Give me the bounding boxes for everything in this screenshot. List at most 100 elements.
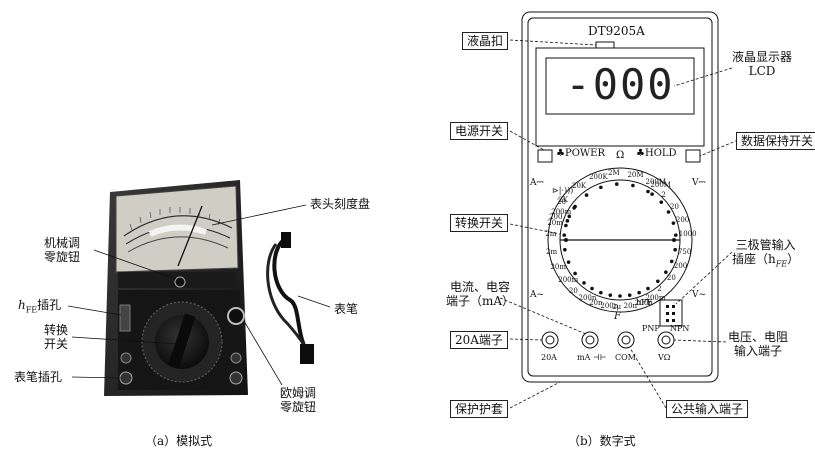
- dial-dot: [618, 294, 622, 298]
- lcd-readout: -000: [565, 60, 675, 109]
- dial-range-cap: 200n: [634, 298, 653, 307]
- label-pnp: PNP: [642, 324, 660, 333]
- dial-range-ohm: 20M: [627, 170, 644, 179]
- mechanical-zero-knob: [174, 276, 186, 288]
- dial-range-aca: 200m: [558, 276, 579, 284]
- dial-range-acv: 200m: [645, 294, 666, 303]
- caption-analog: （a）模拟式: [145, 434, 213, 448]
- label-npn: NPN: [670, 324, 690, 333]
- probe-cable: [272, 236, 308, 351]
- label-probes: 表笔: [334, 302, 359, 316]
- dial-dot: [650, 192, 654, 196]
- dial-dot: [646, 189, 650, 194]
- dial-dot: [599, 290, 603, 295]
- dial-dot: [673, 247, 677, 252]
- callout-com-terminal: 公共输入端子: [666, 400, 749, 418]
- ohm-symbol: Ω: [616, 150, 625, 161]
- dial-range-ohm: 20K: [571, 182, 587, 191]
- callout-vohm-terminal: 电压、电阻输入端子: [728, 330, 789, 358]
- dial-dot: [637, 290, 641, 295]
- dial-range-ohm: 200M: [645, 177, 667, 186]
- label-selector: 转换开关: [44, 323, 69, 351]
- dial-range-dcv: 20: [670, 202, 679, 211]
- terminal-label-com: COM: [615, 353, 636, 362]
- dial-range-cap: 20n: [623, 301, 638, 310]
- dial-range-ohm: 200: [549, 213, 563, 222]
- dial-range-dca: 2m: [545, 230, 557, 239]
- range-dial-outer: [547, 167, 693, 313]
- dial-dot: [582, 281, 586, 285]
- dial-dot: [599, 185, 603, 190]
- dial-dot: [664, 270, 668, 274]
- dial-dot: [584, 193, 589, 197]
- dial-range-dca: 20: [557, 197, 567, 206]
- dial-dot: [566, 260, 571, 264]
- model-name: DT9205A: [588, 24, 645, 38]
- ohm-zero-knob: [227, 307, 245, 325]
- label-v-dc: V⎓: [692, 178, 706, 188]
- dial-range-cap: 20n: [589, 298, 603, 307]
- callout-lcd-clip: 液晶扣: [462, 32, 509, 50]
- dial-range-acv: 2: [657, 285, 662, 294]
- label-hfe-jack: hFE插孔: [18, 298, 62, 315]
- dial-dot: [564, 223, 568, 228]
- probe-jack-left: [119, 371, 133, 385]
- callout-20a-terminal: 20A端子: [450, 331, 508, 349]
- dial-range-aca: 20m: [550, 262, 567, 271]
- hfe-socket: [659, 299, 683, 327]
- lcd-clip: [595, 41, 615, 49]
- label-a-ac: A~: [530, 290, 545, 300]
- dial-dot: [631, 183, 635, 188]
- dial-dots: [564, 238, 676, 242]
- callout-ma-cap: 电流、电容端子（mA）: [446, 280, 515, 308]
- dial-dot: [567, 214, 572, 219]
- label-hfe: hFE: [636, 298, 653, 307]
- label-a-dc: A⎓: [530, 178, 544, 188]
- dial-dot: [563, 247, 567, 252]
- label-diode: ⊳|·))): [552, 186, 574, 195]
- dial-range-ohm: 200K: [589, 173, 608, 182]
- dial-dot: [669, 259, 674, 264]
- dial-range-acv: 20: [666, 274, 676, 283]
- dial-range-acv: 750: [677, 247, 692, 256]
- dial-dot: [608, 293, 613, 297]
- callout-hold-switch: 数据保持开关: [736, 132, 815, 150]
- hold-switch-button: [685, 149, 701, 163]
- hold-label: ♣HOLD: [636, 148, 677, 159]
- power-switch-button: [537, 149, 553, 163]
- dial-dot: [573, 271, 577, 276]
- dial-dot: [562, 233, 567, 237]
- lcd-screen: [545, 57, 695, 115]
- dial-range-dcv: 1000: [678, 230, 697, 239]
- dial-range-aca: 20: [568, 287, 578, 296]
- dial-range-dca: 200m: [551, 207, 572, 216]
- dial-range-ohm: 2K: [558, 195, 568, 204]
- terminal-label-20a: 20A: [541, 353, 557, 362]
- dial-dot: [671, 221, 676, 225]
- callout-case: 保护护套: [450, 400, 509, 418]
- callout-hfe-socket: 三极管输入 插座（hFE）: [732, 238, 800, 269]
- power-label: ♣POWER: [556, 148, 606, 159]
- label-v-ac: V~: [692, 290, 707, 300]
- dial-dot: [673, 233, 678, 237]
- dial-dot: [659, 200, 664, 204]
- terminal-label-ma: mA ⊣⊢: [577, 353, 607, 362]
- dial-range-dcv: 200: [675, 215, 690, 224]
- analog-multimeter-figure: 表头刻度盘 机械调零旋钮 hFE插孔 转换开关 表笔插孔 表笔 欧姆调零旋钮 （…: [14, 180, 371, 448]
- digital-multimeter-figure: -000 DT9205A ♣POWER Ω ♣HOLD A⎓ V⎓ A~ V~ …: [410, 0, 815, 455]
- callout-power-switch: 电源开关: [450, 122, 509, 140]
- label-f: F: [614, 311, 621, 322]
- protective-case: [521, 11, 719, 383]
- dial-dot: [572, 206, 576, 210]
- label-scale-plate: 表头刻度盘: [310, 197, 371, 211]
- digital-multimeter-drawing: [499, 11, 739, 409]
- label-ohm-zero: 欧姆调零旋钮: [280, 386, 317, 414]
- dial-range-dcv: 2: [661, 190, 666, 199]
- terminal-label-vohm: VΩ: [658, 353, 671, 362]
- analog-multimeter-illustration: [67, 180, 331, 396]
- dial-dot: [666, 210, 671, 214]
- label-probe-jack: 表笔插孔: [14, 370, 63, 384]
- dial-range-acv: 200: [673, 261, 688, 270]
- dial-range-cap: 200n: [578, 294, 597, 303]
- dial-range-aca: 2m: [546, 247, 558, 256]
